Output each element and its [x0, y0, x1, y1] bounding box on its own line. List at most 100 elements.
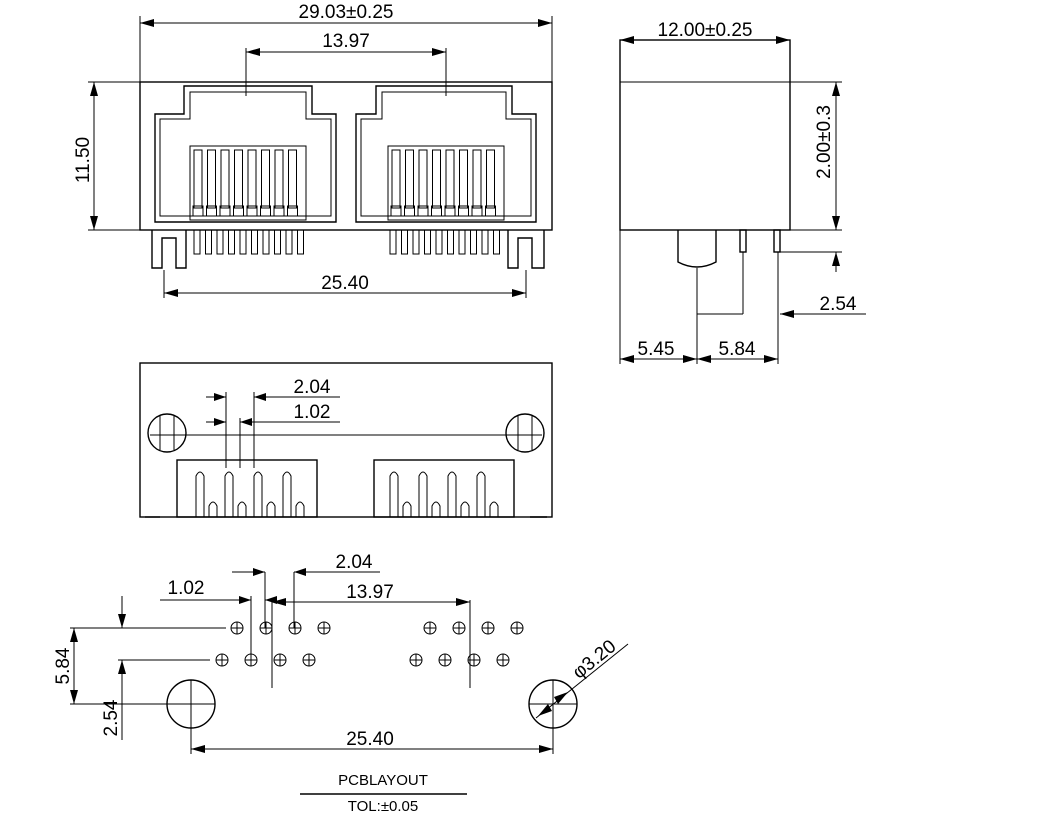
- bottom-pin-short: [295, 501, 305, 517]
- contact-foot: [219, 205, 231, 217]
- bottom-housing: [139, 362, 553, 518]
- dim-peg-to-pin: 5.45: [638, 339, 675, 360]
- front-pin: [435, 229, 443, 255]
- dim-pcb-half-pitch: 1.02: [168, 578, 205, 599]
- bottom-pin-short: [489, 501, 499, 517]
- port-contact: [261, 149, 270, 209]
- port-contact: [274, 149, 284, 209]
- front-pin: [412, 229, 420, 255]
- front-pin: [285, 229, 293, 255]
- front-pin: [216, 229, 224, 255]
- front-pins: [193, 229, 500, 255]
- pcb-pin-hole: [423, 621, 437, 635]
- contact-foot: [485, 205, 496, 217]
- side-peg: [677, 230, 717, 268]
- front-pin: [493, 229, 500, 255]
- port-contact: [207, 149, 216, 209]
- dim-pcb-peg-spacing: 25.40: [346, 729, 394, 750]
- contact-foot: [417, 205, 429, 217]
- rj45-port-right: [355, 85, 537, 223]
- front-pin: [424, 229, 431, 255]
- port-contact: [247, 149, 257, 209]
- dim-pcb-peg-offset: 2.54: [101, 699, 122, 736]
- dim-pin-offset: 2.54: [820, 294, 857, 315]
- port-contact: [432, 149, 441, 209]
- side-pin-1: [739, 229, 747, 253]
- bottom-pin-tall: [253, 471, 263, 517]
- pcb-pin-hole: [273, 653, 287, 667]
- port-contact: [486, 149, 495, 209]
- front-pin: [274, 229, 281, 255]
- front-pin: [470, 229, 477, 255]
- contact-foot: [206, 205, 217, 217]
- bottom-pin-short: [431, 501, 441, 517]
- dim-pcb-port-pitch: 13.97: [346, 582, 394, 603]
- bottom-view: 2.04 1.02: [139, 362, 553, 518]
- bottom-pin-short: [460, 501, 470, 517]
- front-pin: [262, 229, 270, 255]
- contact-foot: [192, 205, 204, 217]
- front-pin: [193, 229, 201, 255]
- bottom-pin-tall: [195, 471, 205, 517]
- front-pin: [297, 229, 304, 255]
- contact-foot: [287, 205, 298, 217]
- bottom-pin-tall: [447, 471, 457, 517]
- pcb-layout: 2.04 1.02 13.97 5.84 2.54: [53, 552, 629, 815]
- dim-bottom-half-pitch: 1.02: [294, 402, 331, 423]
- port-contact: [459, 149, 468, 209]
- pcb-pin-hole: [317, 621, 331, 635]
- bottom-peg-right: [505, 413, 545, 453]
- front-pin: [447, 229, 454, 255]
- port-contact: [418, 149, 428, 209]
- port-contact: [288, 149, 297, 209]
- dim-peg-spacing: 25.40: [321, 273, 369, 294]
- front-view: 29.03±0.25 13.97 11.50 25.40: [73, 2, 553, 298]
- pcb-pin-hole: [302, 653, 316, 667]
- bottom-pin-tall: [224, 471, 234, 517]
- port-contact: [391, 149, 401, 209]
- dim-pcb-row-offset: 5.84: [53, 647, 74, 684]
- pcb-pin-hole: [496, 653, 510, 667]
- port-contact: [220, 149, 230, 209]
- front-pin: [401, 229, 408, 255]
- pcb-pin-hole: [438, 653, 452, 667]
- pcb-pin-hole: [452, 621, 466, 635]
- dim-depth: 12.00±0.25: [658, 20, 753, 41]
- contact-foot: [260, 205, 271, 217]
- pcb-pin-hole: [230, 621, 244, 635]
- pcb-layout-tolerance: TOL:±0.05: [348, 798, 419, 815]
- port-contact: [234, 149, 243, 209]
- contact-foot: [431, 205, 442, 217]
- port-contact: [445, 149, 455, 209]
- contact-foot: [273, 205, 285, 217]
- port-contact: [405, 149, 414, 209]
- dim-bottom-pin-pitch: 2.04: [294, 377, 331, 398]
- front-pin: [239, 229, 247, 255]
- rj45-port-left: [154, 85, 337, 223]
- bottom-pin-tall: [282, 471, 292, 517]
- side-view: 12.00±0.25 2.00±0.3 2.54 5.45 5.84: [619, 20, 866, 364]
- bottom-pin-short: [266, 501, 276, 517]
- dim-pcb-pin-pitch: 2.04: [336, 552, 373, 573]
- contact-foot: [233, 205, 244, 217]
- dim-side-height: 2.00±0.3: [814, 105, 835, 179]
- side-pin-2: [773, 229, 781, 253]
- bottom-pin-tall: [389, 471, 399, 517]
- contact-foot: [404, 205, 415, 217]
- bottom-pin-short: [208, 501, 218, 517]
- dim-height: 11.50: [73, 137, 94, 183]
- front-pin: [251, 229, 258, 255]
- front-pin: [481, 229, 489, 255]
- side-housing: [619, 39, 791, 231]
- front-pin: [228, 229, 235, 255]
- front-pin: [458, 229, 466, 255]
- pcb-layout-title: PCBLAYOUT: [338, 772, 428, 789]
- left-peg: [151, 230, 187, 269]
- mount-hole-left: [166, 679, 216, 729]
- dim-overall-width: 29.03±0.25: [299, 2, 394, 23]
- pcb-pin-hole: [481, 621, 495, 635]
- contact-foot: [458, 205, 469, 217]
- dim-port-pitch: 13.97: [322, 31, 370, 52]
- pcb-pin-hole: [409, 653, 423, 667]
